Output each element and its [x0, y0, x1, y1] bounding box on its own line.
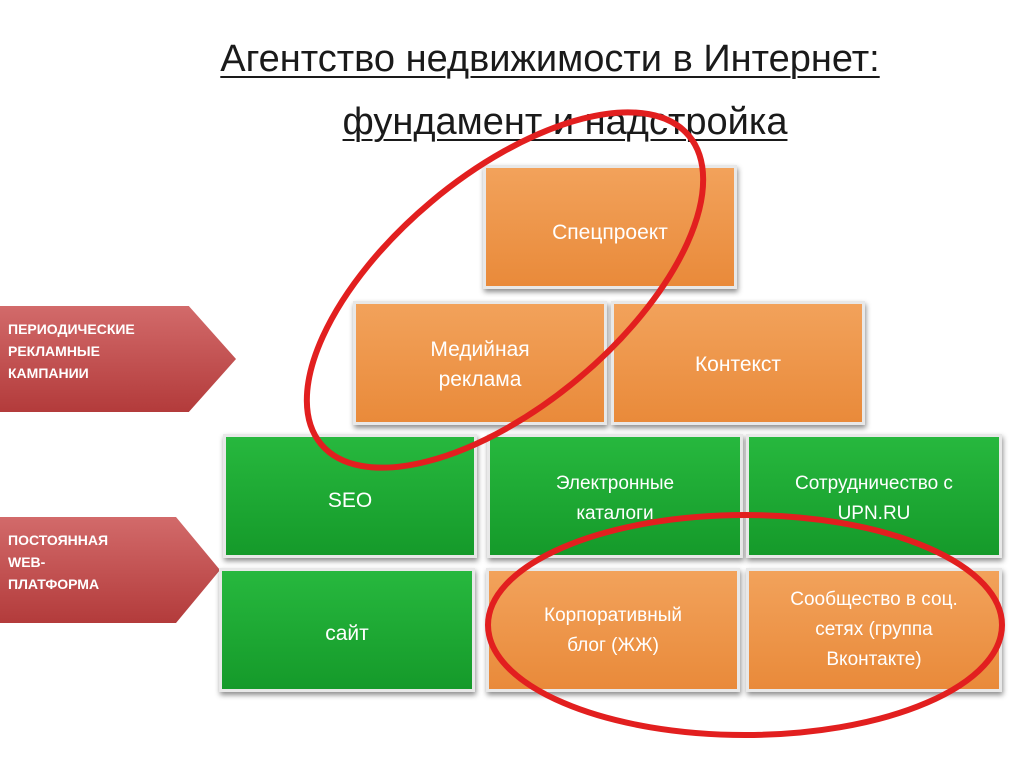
arrow-permanent-web-platform: ПОСТОЯННАЯ WEB- ПЛАТФОРМА: [0, 517, 220, 623]
box-context-line-1: Контекст: [694, 353, 782, 376]
arrow-permanent-line-1: ПОСТОЯННАЯ: [8, 532, 109, 548]
box-blog-line-1: Корпоративный: [544, 605, 682, 626]
box-seo: SEO: [223, 434, 477, 558]
arrow-periodic-campaigns: ПЕРИОДИЧЕСКИЕ РЕКЛАМНЫЕ КАМПАНИИ: [0, 306, 236, 412]
box-specproject: Спецпроект: [483, 165, 737, 289]
box-community-line-2: сетях (группа: [815, 619, 933, 640]
box-electronic-catalogs: Электронные каталоги: [487, 434, 743, 558]
box-media-line-1: Медийная: [430, 338, 530, 361]
box-community-line-3: Вконтакте): [826, 649, 922, 670]
box-upn-cooperation: Сотрудничество с UPN.RU: [746, 434, 1002, 558]
box-context: Контекст: [611, 301, 865, 425]
arrow-periodic-line-1: ПЕРИОДИЧЕСКИЕ: [8, 321, 135, 337]
box-upn-line-2: UPN.RU: [837, 503, 911, 524]
box-site: сайт: [219, 568, 475, 692]
box-catalogs-line-2: каталоги: [576, 503, 654, 524]
arrow-permanent-line-2: WEB-: [8, 554, 46, 570]
box-catalogs-line-1: Электронные: [555, 473, 675, 494]
box-corporate-blog: Корпоративный блог (ЖЖ): [486, 568, 740, 692]
box-upn-line-1: Сотрудничество с: [795, 473, 953, 494]
box-social-community: Сообщество в соц. сетях (группа Вконтакт…: [746, 568, 1002, 692]
box-community-line-1: Сообщество в соц.: [790, 589, 958, 610]
arrow-permanent-line-3: ПЛАТФОРМА: [8, 576, 100, 592]
box-site-line-1: сайт: [325, 622, 369, 645]
box-specproject-line-1: Спецпроект: [552, 221, 668, 244]
box-media-line-2: реклама: [438, 368, 522, 391]
arrow-periodic-line-2: РЕКЛАМНЫЕ: [8, 343, 100, 359]
box-media-advertising: Медийная реклама: [353, 301, 607, 425]
title-line-1: Агентство недвижимости в Интернет:: [220, 38, 880, 80]
box-blog-line-2: блог (ЖЖ): [567, 635, 659, 656]
box-seo-line-1: SEO: [327, 489, 373, 512]
title-line-2: фундамент и надстройка: [342, 101, 788, 143]
arrow-periodic-line-3: КАМПАНИИ: [8, 365, 89, 381]
